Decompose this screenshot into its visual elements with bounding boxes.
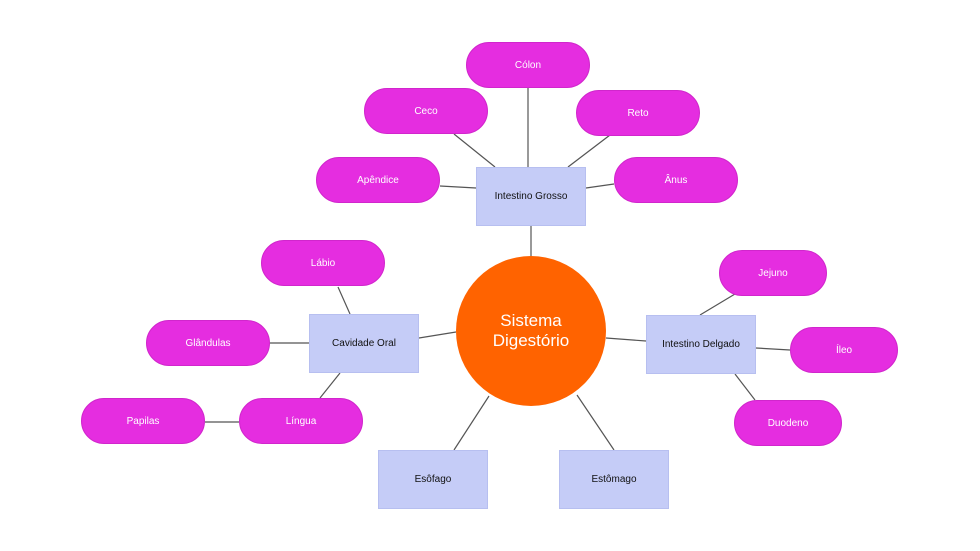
category-label: Estômago	[591, 474, 637, 485]
leaf-label: Glândulas	[185, 337, 231, 349]
leaf-duodeno: Duodeno	[734, 400, 842, 446]
leaf-label: Duodeno	[767, 417, 809, 429]
connector-center-cavidade-oral	[418, 331, 457, 339]
connector-id-jejuno	[699, 293, 736, 316]
leaf-label: Jejuno	[758, 267, 788, 279]
category-label: Cavidade Oral	[332, 338, 396, 349]
category-intestino-grosso: Intestino Grosso	[476, 167, 586, 226]
leaf-label: Cólon	[514, 59, 542, 71]
leaf-colon: Cólon	[466, 42, 590, 88]
leaf-label: Reto	[627, 107, 649, 119]
category-label: Intestino Delgado	[662, 339, 740, 350]
connector-ig-apendice	[439, 185, 477, 189]
leaf-lingua: Língua	[239, 398, 363, 444]
connector-co-labio	[337, 286, 351, 315]
connector-ig-reto	[567, 134, 611, 168]
leaf-anus: Ânus	[614, 157, 738, 203]
connector-id-ileo	[755, 347, 791, 351]
category-intestino-delgado: Intestino Delgado	[646, 315, 756, 374]
connector-co-lingua	[319, 372, 341, 399]
central-node-sistema-digestorio: Sistema Digestório	[456, 256, 606, 406]
category-esofago: Esôfago	[378, 450, 488, 509]
connector-center-intestino-delgado	[605, 337, 647, 342]
leaf-labio: Lábio	[261, 240, 385, 286]
leaf-label: Lábio	[310, 257, 336, 269]
connector-center-estomago	[576, 394, 615, 451]
leaf-label: Apêndice	[357, 174, 399, 186]
leaf-reto: Reto	[576, 90, 700, 136]
category-label: Esôfago	[414, 474, 452, 485]
category-estomago: Estômago	[559, 450, 669, 509]
leaf-label: Ânus	[664, 174, 688, 186]
leaf-jejuno: Jejuno	[719, 250, 827, 296]
leaf-label: Papilas	[126, 415, 160, 427]
connector-id-duodeno	[734, 373, 756, 401]
connector-center-esofago	[453, 395, 490, 451]
leaf-papilas: Papilas	[81, 398, 205, 444]
central-node-label: Sistema Digestório	[492, 311, 570, 350]
leaf-label: Íleo	[835, 344, 853, 356]
connector-ig-anus	[585, 183, 615, 189]
leaf-ceco: Ceco	[364, 88, 488, 134]
leaf-label: Ceco	[414, 105, 438, 117]
leaf-apendice: Apêndice	[316, 157, 440, 203]
leaf-label: Língua	[285, 415, 317, 427]
connector-ig-ceco	[453, 133, 496, 168]
leaf-glandulas: Glândulas	[146, 320, 270, 366]
category-label: Intestino Grosso	[494, 191, 568, 202]
leaf-ileo: Íleo	[790, 327, 898, 373]
category-cavidade-oral: Cavidade Oral	[309, 314, 419, 373]
